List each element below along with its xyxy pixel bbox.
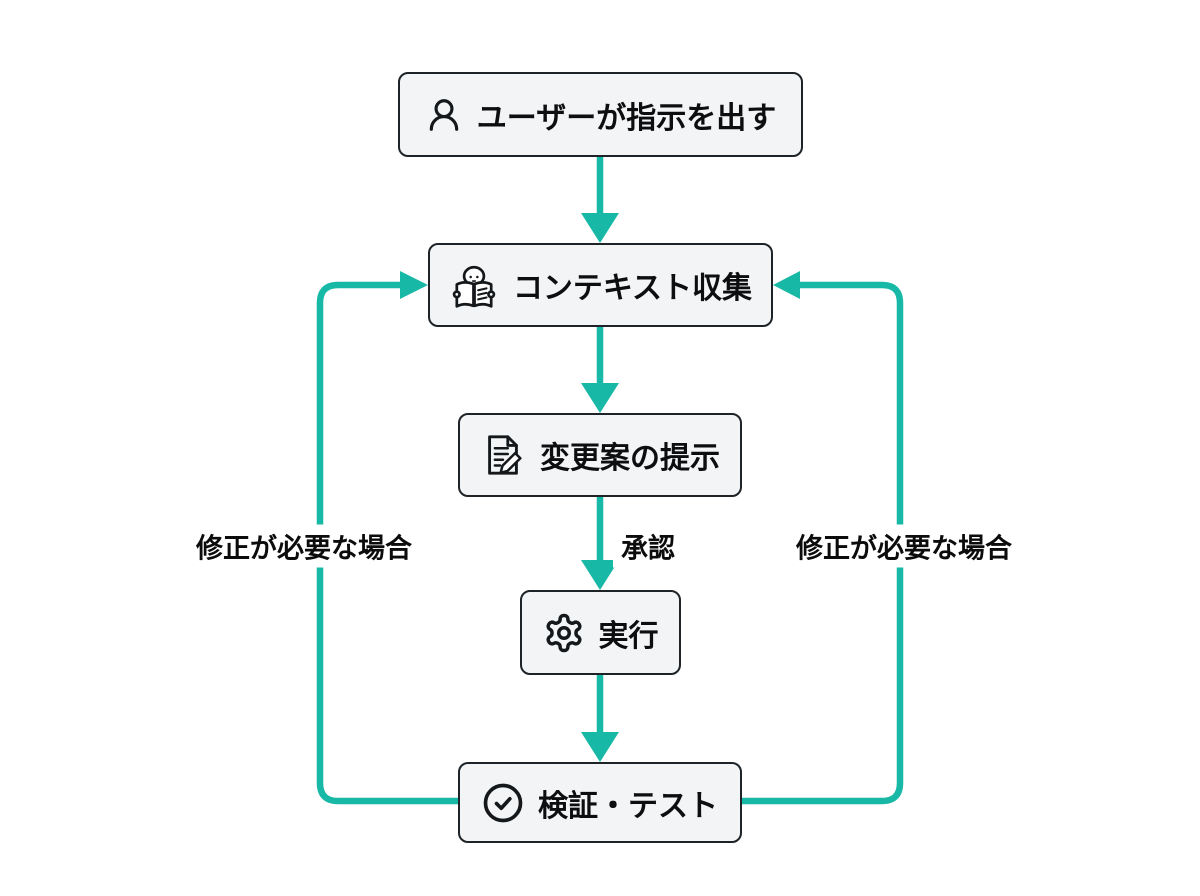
node-label: 実行 <box>598 619 659 653</box>
node-label: 変更案の提示 <box>540 442 720 475</box>
node-label: コンテキスト収集 <box>512 272 753 305</box>
person-reading-icon <box>449 260 499 310</box>
arrow-execute-to-verify <box>581 675 619 762</box>
edge-label-left-loop: 修正が必要な場合 <box>188 524 420 568</box>
document-edit-icon <box>480 432 526 478</box>
gear-icon <box>543 612 585 654</box>
node-verify-test: 検証・テスト <box>458 762 742 843</box>
user-icon <box>425 96 463 134</box>
edge-label-right-loop: 修正が必要な場合 <box>788 524 1020 568</box>
arrow-proposal-to-execute <box>581 497 619 590</box>
arrow-context-to-proposal <box>581 327 619 413</box>
node-execute: 実行 <box>520 590 681 675</box>
node-proposal: 変更案の提示 <box>458 413 742 497</box>
edge-label-approval: 承認 <box>613 524 683 568</box>
node-user-instruction: ユーザーが指示を出す <box>398 72 803 157</box>
check-circle-icon <box>482 782 524 824</box>
node-context-collection: コンテキスト収集 <box>428 243 773 327</box>
node-label: 検証・テスト <box>538 789 718 823</box>
arrow-user-to-context <box>581 157 619 243</box>
node-label: ユーザーが指示を出す <box>476 101 777 135</box>
